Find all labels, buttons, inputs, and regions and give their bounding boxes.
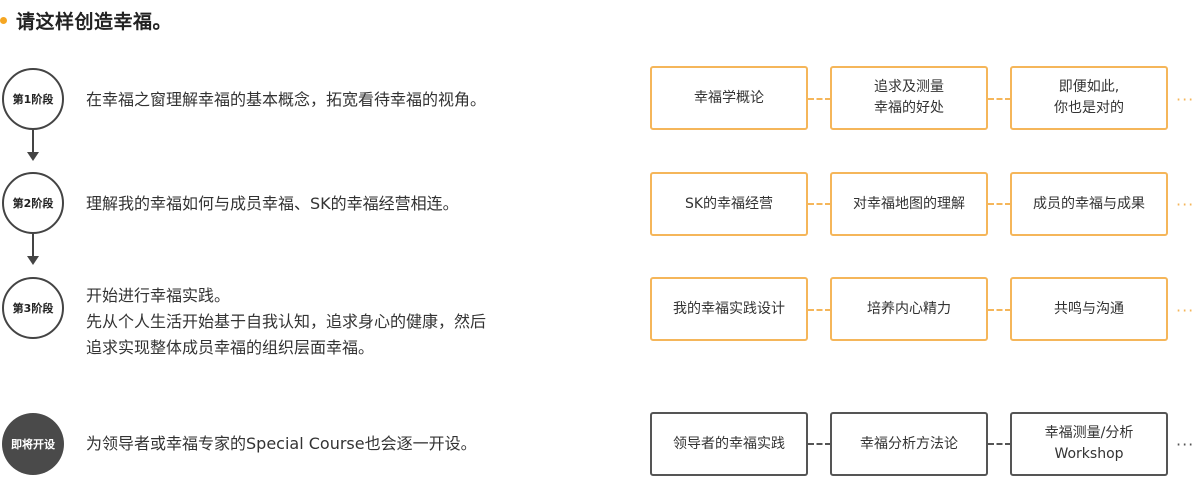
more-ellipsis-icon: ··· [1176,435,1195,454]
stage-1-description: 在幸福之窗理解幸福的基本概念，拓宽看待幸福的视角。 [86,87,486,113]
stage-1-course-1[interactable]: 幸福学概论 [650,66,808,130]
stage-3-badge: 第3阶段 [2,277,64,339]
bullet-dot-icon [0,16,7,24]
dashed-connector [988,98,1011,100]
dashed-connector [988,309,1011,311]
stage-3-course-2[interactable]: 培养内心精力 [830,277,988,341]
stage-1-badge: 第1阶段 [2,68,64,130]
coming-soon-badge: 即将开设 [2,413,64,475]
section-title-text: 请这样创造幸福。 [16,10,173,33]
stage-1-description-line: 在幸福之窗理解幸福的基本概念，拓宽看待幸福的视角。 [86,90,487,109]
stage-2-course-2[interactable]: 对幸福地图的理解 [830,172,988,236]
stage-2-course-3[interactable]: 成员的幸福与成果 [1010,172,1168,236]
stage-3-description: 开始进行幸福实践。 先从个人生活开始基于自我认知，追求身心的健康，然后 追求实现… [86,283,486,361]
more-ellipsis-icon: ··· [1176,301,1195,320]
coming-soon-description: 为领导者或幸福专家的Special Course也会逐一开设。 [86,431,477,457]
dashed-connector [988,443,1011,445]
stage-3-course-1[interactable]: 我的幸福实践设计 [650,277,808,341]
stage-2-description: 理解我的幸福如何与成员幸福、SK的幸福经营相连。 [86,191,459,217]
stage-1-connector-line [32,130,34,153]
stage-2-connector-line [32,234,34,257]
stage-2-course-1[interactable]: SK的幸福经营 [650,172,808,236]
stage-3-description-line: 开始进行幸福实践。 [86,286,231,305]
arrow-down-icon [27,256,39,265]
coming-soon-course-1[interactable]: 领导者的幸福实践 [650,412,808,476]
stage-1-course-3[interactable]: 即便如此, 你也是对的 [1010,66,1168,130]
coming-soon-course-2[interactable]: 幸福分析方法论 [830,412,988,476]
dashed-connector [808,98,831,100]
stage-3-course-3[interactable]: 共鸣与沟通 [1010,277,1168,341]
stage-3-description-line: 追求实现整体成员幸福的组织层面幸福。 [86,338,375,357]
stage-2-description-line: 理解我的幸福如何与成员幸福、SK的幸福经营相连。 [86,194,459,213]
more-ellipsis-icon: ··· [1176,195,1195,214]
dashed-connector [808,443,831,445]
dashed-connector [988,203,1011,205]
stage-1-course-2[interactable]: 追求及测量 幸福的好处 [830,66,988,130]
more-ellipsis-icon: ··· [1176,90,1195,109]
stage-3-description-line: 先从个人生活开始基于自我认知，追求身心的健康，然后 [86,312,487,331]
coming-soon-course-3[interactable]: 幸福测量/分析 Workshop [1010,412,1168,476]
dashed-connector [808,309,831,311]
stage-2-badge: 第2阶段 [2,172,64,234]
arrow-down-icon [27,152,39,161]
coming-soon-description-line: 为领导者或幸福专家的Special Course也会逐一开设。 [86,434,477,453]
dashed-connector [808,203,831,205]
section-title: 请这样创造幸福。 [0,6,172,34]
